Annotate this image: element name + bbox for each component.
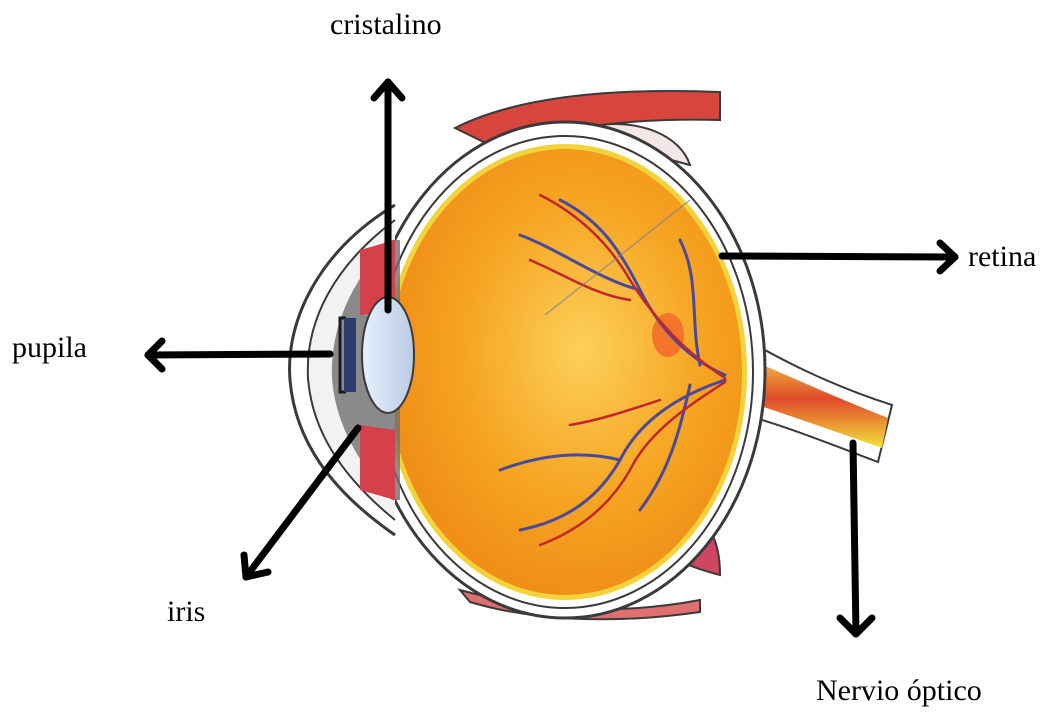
label-nervio-optico: Nervio óptico [816,676,982,706]
arrow-retina [722,243,955,271]
lens [362,297,414,413]
label-iris: iris [167,597,205,627]
label-cristalino: cristalino [330,10,442,40]
arrow-nervio-optico [840,443,872,634]
vitreous-body [388,149,742,595]
arrow-iris [244,428,358,577]
label-pupila: pupila [12,333,87,363]
label-retina: retina [968,242,1036,272]
